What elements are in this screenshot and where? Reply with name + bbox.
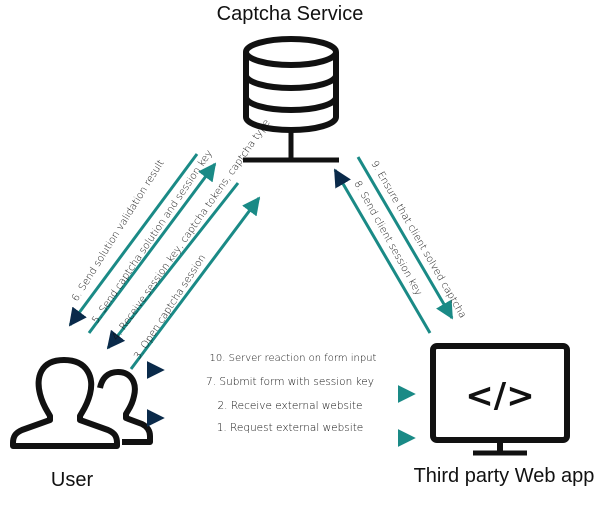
edge-label-10: 10. Server reaction on form input bbox=[210, 353, 377, 364]
edge-label-4: 4. Receive session key, captcha tokens, … bbox=[110, 118, 272, 343]
captcha-service-label: Captcha Service bbox=[217, 3, 364, 25]
edge-label-7: 7. Submit form with session key bbox=[206, 376, 374, 388]
arrow-8 bbox=[333, 168, 432, 334]
captcha-service-node: Captcha Service bbox=[217, 3, 364, 163]
database-icon bbox=[243, 36, 339, 133]
arrow-4 bbox=[106, 182, 240, 350]
arrow-3 bbox=[129, 196, 261, 370]
arrow-5 bbox=[87, 162, 217, 334]
user-node: User bbox=[10, 357, 153, 491]
edge-label-1: 1. Request external website bbox=[217, 422, 364, 434]
arrow-6 bbox=[68, 153, 199, 327]
user-server-edges: 6. Send solution validation result 5. Se… bbox=[68, 118, 273, 370]
code-icon: </> bbox=[465, 376, 534, 416]
server-webapp-edges: 8. Send client session key 9. Ensure tha… bbox=[333, 156, 468, 334]
arrow-9 bbox=[356, 156, 454, 320]
monitor-icon bbox=[430, 343, 570, 456]
user-label: User bbox=[51, 469, 94, 491]
edge-label-2: 2. Receive external website bbox=[217, 400, 362, 412]
users-icon bbox=[10, 357, 153, 449]
webapp-node: </> Third party Web app bbox=[414, 343, 595, 487]
webapp-label: Third party Web app bbox=[414, 465, 595, 487]
horizontal-edges: 10. Server reaction on form input 7. Sub… bbox=[146, 353, 416, 447]
